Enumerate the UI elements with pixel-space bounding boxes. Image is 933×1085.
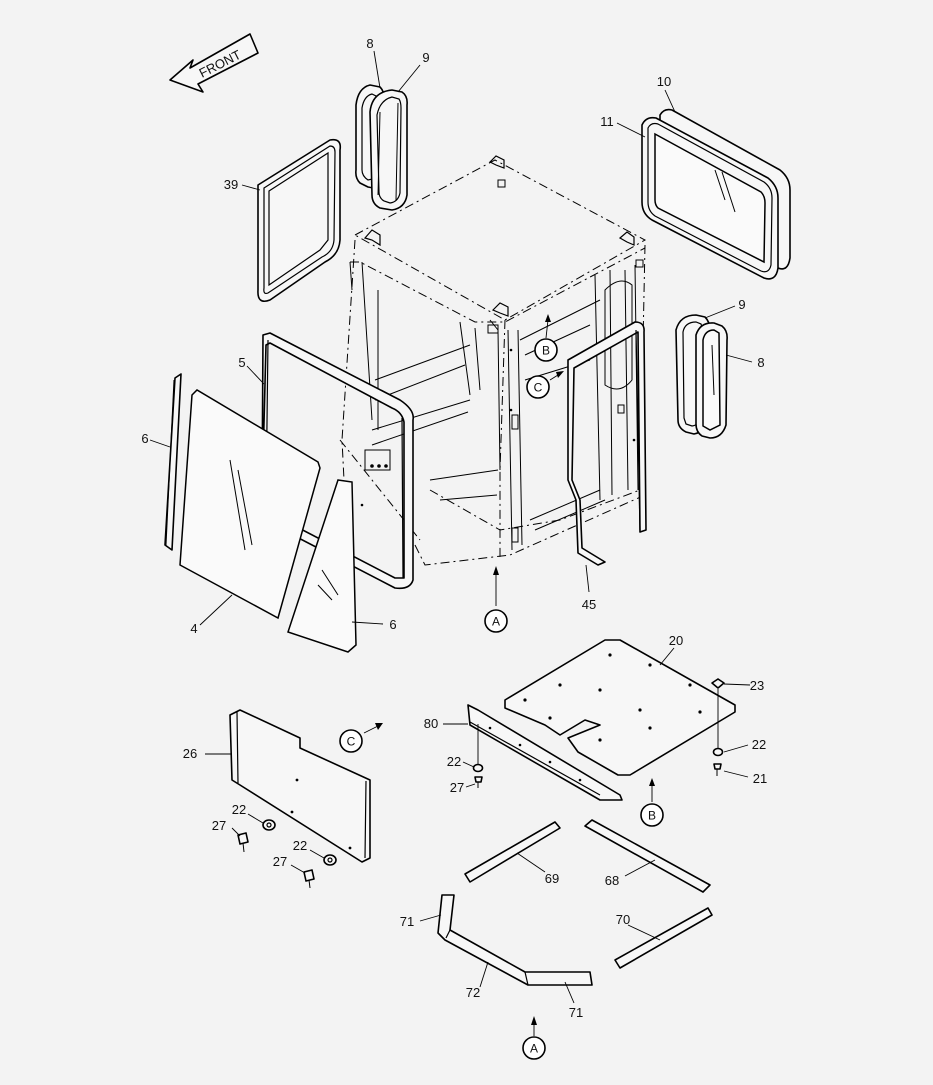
svg-text:A: A [492, 615, 500, 629]
trim-part-71-72 [437, 894, 593, 986]
view-marker-b-upper: B [534, 338, 558, 362]
callout-22-panel-lower: 22 [293, 838, 307, 853]
callout-22-bracket: 22 [447, 754, 461, 769]
callout-8-right: 8 [757, 355, 764, 370]
callout-8-top: 8 [366, 36, 373, 51]
callout-71-upper: 71 [400, 914, 414, 929]
callout-72: 72 [466, 985, 480, 1000]
glass-part-6-right [287, 479, 357, 653]
glass-part-4 [179, 389, 321, 620]
view-marker-a-lower: A [522, 1036, 546, 1060]
seal-part-8-right [695, 322, 728, 439]
callout-70: 70 [616, 912, 630, 927]
trim-part-69 [464, 821, 561, 883]
callout-22-plate: 22 [752, 737, 766, 752]
svg-text:C: C [347, 735, 356, 749]
seal-part-9-top [369, 89, 408, 211]
callout-27-panel-upper: 27 [212, 818, 226, 833]
window-part-11 [641, 116, 779, 280]
view-marker-b-lower: B [640, 803, 664, 827]
cab-frame [339, 155, 647, 566]
svg-text:B: B [648, 809, 656, 823]
callout-4: 4 [190, 621, 197, 636]
floor-plate-part-20 [504, 639, 736, 776]
callout-26: 26 [183, 746, 197, 761]
bracket-part-80 [467, 704, 623, 801]
callout-11: 11 [600, 114, 614, 129]
svg-text:A: A [530, 1042, 538, 1056]
callout-27-panel-lower: 27 [273, 854, 287, 869]
callout-27-bracket: 27 [450, 780, 464, 795]
svg-text:B: B [542, 344, 550, 358]
callout-20: 20 [669, 633, 683, 648]
fasteners [237, 678, 725, 889]
seal-part-45 [567, 321, 647, 566]
view-marker-a-upper: A [484, 609, 508, 633]
callout-6-right: 6 [389, 617, 396, 632]
callout-numbers: 8 9 10 11 39 9 8 5 6 6 4 45 20 23 80 22 … [141, 36, 767, 1020]
callout-45: 45 [582, 597, 596, 612]
trim-part-68 [584, 819, 711, 893]
window-part-39 [257, 138, 342, 303]
callout-68: 68 [605, 873, 619, 888]
callout-71-lower: 71 [569, 1005, 583, 1020]
callout-5: 5 [238, 355, 245, 370]
callout-69: 69 [545, 871, 559, 886]
svg-text:C: C [534, 381, 543, 395]
callout-39: 39 [224, 177, 238, 192]
callout-9-top: 9 [422, 50, 429, 65]
callout-6-left: 6 [141, 431, 148, 446]
callout-23: 23 [750, 678, 764, 693]
callout-22-panel-upper: 22 [232, 802, 246, 817]
callout-80: 80 [424, 716, 438, 731]
leader-lines [149, 50, 753, 1036]
callout-10: 10 [657, 74, 671, 89]
seal-part-6-left [164, 373, 182, 551]
view-marker-c-upper: C [526, 375, 550, 399]
callout-9-right: 9 [738, 297, 745, 312]
trim-part-70 [614, 907, 713, 969]
callout-21: 21 [753, 771, 767, 786]
panel-part-26 [229, 709, 371, 863]
view-marker-c-lower: C [339, 729, 363, 753]
front-arrow: FRONT [169, 33, 259, 93]
